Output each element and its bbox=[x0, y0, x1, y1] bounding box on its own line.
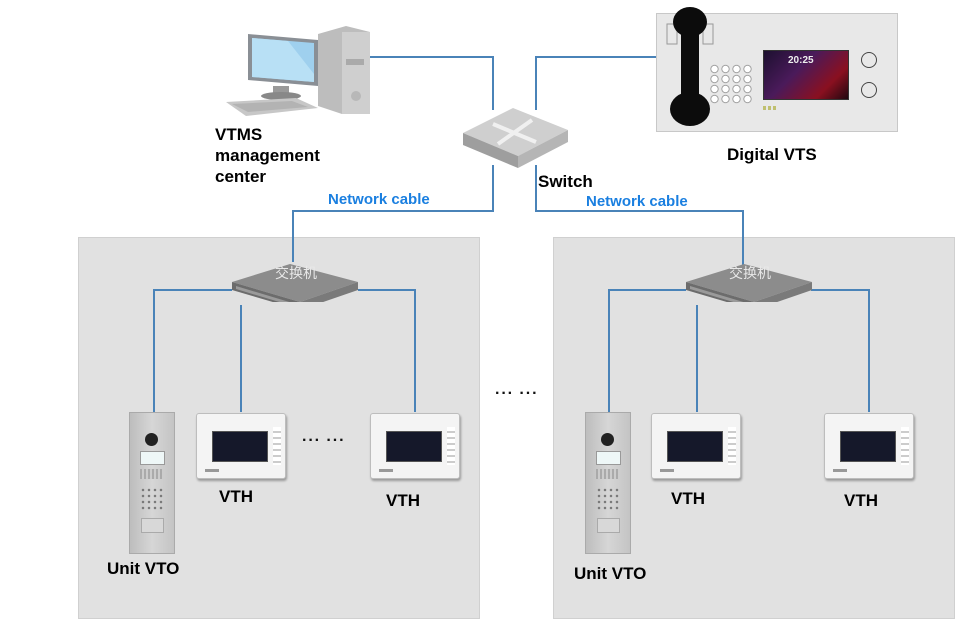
vth-logo bbox=[660, 469, 674, 472]
digital-vts-label: Digital VTS bbox=[727, 145, 817, 164]
unit2-vth-1-label: VTH bbox=[671, 489, 705, 508]
vto-display bbox=[596, 451, 621, 465]
handset-icon bbox=[666, 7, 714, 126]
unit1-vth-1-label: VTH bbox=[219, 487, 253, 506]
label-line: management bbox=[215, 146, 320, 165]
cable-unit1-vth2 bbox=[358, 289, 416, 412]
vth-screen bbox=[386, 431, 442, 462]
vto-card-reader bbox=[141, 518, 164, 533]
unit1-vth-ellipsis: ··· ··· bbox=[302, 432, 346, 449]
vts-keypad bbox=[709, 64, 753, 104]
vtms-center-label: VTMS management center bbox=[215, 124, 355, 187]
unit-switch-icon bbox=[232, 264, 358, 302]
vth-buttons bbox=[273, 427, 281, 465]
vto-keypad bbox=[140, 487, 163, 511]
unit2-vto-label: Unit VTO bbox=[574, 564, 647, 583]
cable-switch-to-unit2 bbox=[535, 165, 744, 272]
vto-speaker bbox=[140, 469, 163, 479]
core-switch-label: Switch bbox=[538, 172, 593, 191]
vto-keypad bbox=[596, 487, 619, 511]
cable-unit2-vth2 bbox=[811, 289, 870, 412]
unit1-vth-2-label: VTH bbox=[386, 491, 420, 510]
vts-leds bbox=[763, 106, 777, 110]
vth-logo bbox=[205, 469, 219, 472]
vth-screen bbox=[840, 431, 896, 462]
vts-button-2 bbox=[861, 82, 877, 98]
vts-screen: 20:25 bbox=[763, 50, 849, 100]
vth-logo bbox=[379, 469, 393, 472]
unit1-vth-2 bbox=[370, 413, 460, 479]
vth-buttons bbox=[901, 427, 909, 465]
network-switch-icon bbox=[463, 108, 568, 168]
unit-switch-icon bbox=[686, 264, 812, 302]
vto-card-reader bbox=[597, 518, 620, 533]
unit-switch-label: 交换机 bbox=[275, 265, 317, 281]
unit2-vth-2-label: VTH bbox=[844, 491, 878, 510]
vto-display bbox=[140, 451, 165, 465]
unit2-vth-1 bbox=[651, 413, 741, 479]
vth-screen bbox=[212, 431, 268, 462]
vts-clock: 20:25 bbox=[788, 55, 814, 66]
vth-buttons bbox=[728, 427, 736, 465]
unit2-vto-device bbox=[585, 412, 631, 554]
vts-button-1 bbox=[861, 52, 877, 68]
vto-speaker bbox=[596, 469, 619, 479]
desktop-computer-icon bbox=[226, 26, 370, 116]
unit-switch-label: 交换机 bbox=[729, 265, 771, 281]
network-cable-label-left: Network cable bbox=[328, 191, 430, 208]
unit2-switch: 交换机 bbox=[684, 260, 814, 302]
vth-screen bbox=[667, 431, 723, 462]
camera-icon bbox=[145, 433, 158, 446]
camera-icon bbox=[601, 433, 614, 446]
network-cable-label-right: Network cable bbox=[586, 193, 688, 210]
cable-unit2-vto bbox=[608, 289, 686, 412]
unit1-switch: 交换机 bbox=[230, 260, 360, 302]
cable-vts-to-switch bbox=[535, 56, 656, 110]
label-line: center bbox=[215, 167, 267, 186]
vth-logo bbox=[833, 469, 847, 472]
unit1-vth-1 bbox=[196, 413, 286, 479]
unit1-vto-device bbox=[129, 412, 175, 554]
vth-buttons bbox=[447, 427, 455, 465]
between-units-ellipsis: ··· ··· bbox=[495, 385, 539, 402]
unit2-vth-2 bbox=[824, 413, 914, 479]
cable-pc-to-switch bbox=[370, 56, 494, 110]
cable-switch-to-unit1 bbox=[292, 165, 494, 262]
digital-vts-device: 20:25 bbox=[656, 7, 898, 132]
label-line: VTMS bbox=[215, 125, 263, 144]
unit1-vto-label: Unit VTO bbox=[107, 559, 180, 578]
cable-unit1-vto bbox=[153, 289, 232, 412]
